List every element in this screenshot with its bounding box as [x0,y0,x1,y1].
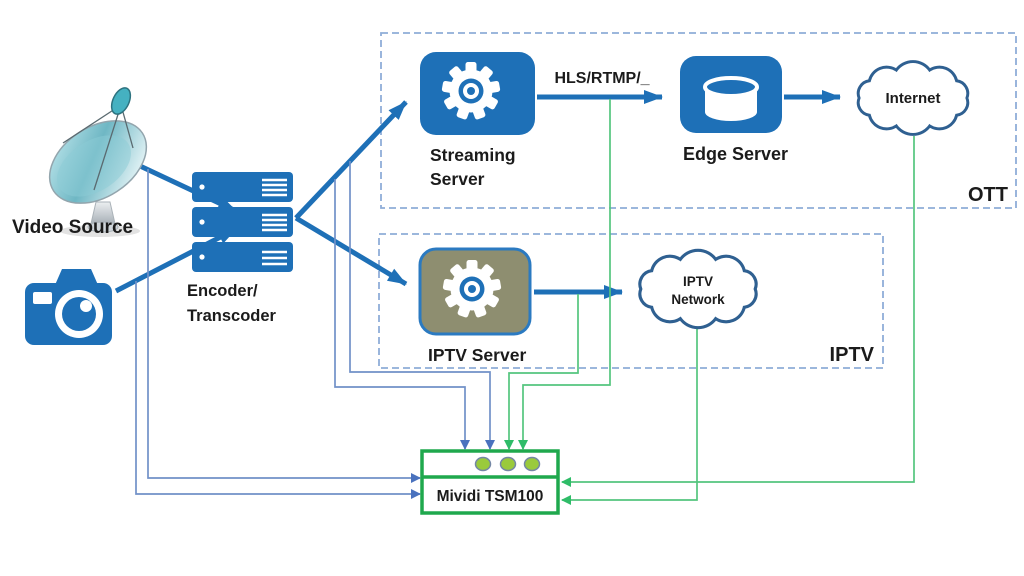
node-iptv-network: IPTV Network [638,248,758,330]
node-internet: Internet [856,60,970,136]
region-iptv-label: IPTV [830,344,875,366]
satellite-dish-icon [48,87,148,237]
tap-iptv-network-feed [561,326,698,505]
encoder-label-line2: Transcoder [187,307,277,325]
region-ott-label: OTT [968,184,1008,206]
database-cylinder-icon [703,76,759,121]
node-monitor: Mividi TSM100 [420,449,560,515]
streaming-server-label-line1: Streaming [430,145,516,165]
region-iptv: IPTV [378,233,884,369]
iptv-server-label: IPTV Server [428,345,526,365]
arrow-encoder-to-streaming [294,100,408,220]
tap-iptv-stream-feed [504,294,579,450]
cloud-icon [638,248,758,330]
led-dots-icon [474,456,541,472]
edge-label-protocols: HLS/RTMP/_ [554,70,650,87]
video-source-label: Video Source [12,217,133,238]
iptv-network-label-line1: IPTV [683,274,713,289]
encoder-label-line1: Encoder/ [187,282,258,300]
monitor-tap-lines [135,99,915,505]
internet-label: Internet [885,90,940,107]
tap-encoder-feed-2 [349,161,495,450]
camera-icon [25,269,112,345]
node-iptv-server: IPTV Server [418,247,532,365]
tap-satellite-feed [147,169,421,483]
tap-camera-feed [135,281,421,499]
arrow-camera-to-encoder [114,226,238,294]
streaming-server-label-line2: Server [430,169,485,189]
node-encoder: Encoder/ Transcoder [187,172,293,325]
node-video-source: Video Source [12,87,148,345]
tap-encoder-feed-1 [334,179,470,450]
server-stack-icon [192,172,293,272]
edge-server-label: Edge Server [683,144,788,164]
node-streaming-server: Streaming Server [420,52,535,189]
iptv-network-label-line2: Network [671,292,725,307]
monitor-label: Mividi TSM100 [437,488,544,505]
node-edge-server: Edge Server [680,56,788,164]
tap-internet-feed [561,136,915,487]
arrow-encoder-to-iptv [294,215,408,287]
tap-hls-feed [518,99,611,450]
region-ott: OTT [380,32,1017,209]
